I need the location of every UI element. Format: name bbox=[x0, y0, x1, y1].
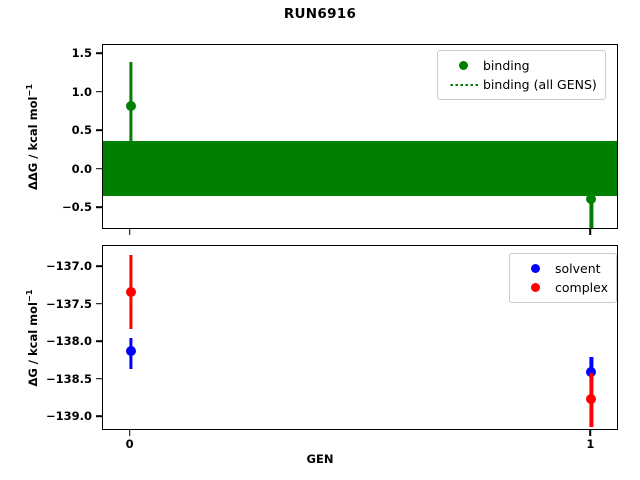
legend-dotted-line-icon bbox=[445, 83, 481, 86]
y-tick-mark bbox=[96, 52, 102, 55]
y-tick-label: 1.5 bbox=[71, 46, 92, 61]
legend-item[interactable]: binding (all GENS) bbox=[445, 75, 597, 94]
legend-item[interactable]: complex bbox=[517, 278, 608, 297]
y-tick-label: −137.0 bbox=[45, 259, 92, 274]
x-tick-mark bbox=[128, 229, 131, 235]
legend-marker-icon bbox=[445, 61, 481, 70]
error-bar bbox=[589, 199, 593, 228]
y-axis-label-bottom-text: ΔG / kcal mol bbox=[25, 301, 40, 387]
y-tick-label: 1.0 bbox=[71, 84, 92, 99]
y-axis-label-bottom: ΔG / kcal mol−1 bbox=[24, 243, 40, 433]
x-tick-label: 1 bbox=[586, 437, 595, 451]
y-tick-mark bbox=[96, 206, 102, 209]
y-tick-label: −138.0 bbox=[45, 334, 92, 349]
y-axis-label-bottom-exponent: −1 bbox=[24, 289, 35, 302]
y-tick-mark bbox=[96, 90, 102, 93]
x-tick-mark bbox=[589, 229, 592, 235]
page-title: RUN6916 bbox=[283, 6, 357, 22]
y-tick-mark bbox=[96, 340, 102, 343]
y-tick-mark bbox=[96, 302, 102, 305]
y-axis-ticks-top: 1.5 1.0 0.5 0.0 −0.5 bbox=[0, 44, 92, 229]
legend-item[interactable]: binding bbox=[445, 56, 597, 75]
legend-marker-icon bbox=[517, 264, 553, 273]
y-tick-label: −0.5 bbox=[61, 200, 92, 215]
data-point-complex[interactable] bbox=[586, 394, 597, 405]
y-tick-label: −138.5 bbox=[45, 371, 92, 386]
y-tick-label: −139.0 bbox=[45, 409, 92, 424]
x-tick-label: 0 bbox=[125, 437, 134, 451]
confidence-band-binding-all-gens- bbox=[103, 140, 617, 197]
legend-label: solvent bbox=[555, 261, 601, 276]
y-axis-label-top-text: ΔΔG / kcal mol bbox=[25, 96, 40, 190]
y-axis-label-top: ΔΔG / kcal mol−1 bbox=[24, 42, 40, 232]
y-tick-mark bbox=[96, 168, 102, 170]
x-axis-label: GEN bbox=[306, 452, 334, 466]
legend-label: complex bbox=[555, 280, 608, 295]
y-tick-mark bbox=[96, 265, 102, 267]
y-tick-label: −137.5 bbox=[45, 296, 92, 311]
legend-label: binding bbox=[483, 58, 530, 73]
x-tick-mark bbox=[589, 430, 592, 436]
y-axis-ticks-bottom: −137.0 −137.5 −138.0 −138.5 −139.0 bbox=[0, 245, 92, 430]
x-tick-mark bbox=[128, 430, 131, 436]
data-point-solvent[interactable] bbox=[125, 346, 136, 357]
data-point-solvent[interactable] bbox=[586, 366, 597, 377]
y-tick-label: 0.0 bbox=[71, 161, 92, 176]
legend-label: binding (all GENS) bbox=[483, 77, 597, 92]
y-tick-label: 0.5 bbox=[71, 123, 92, 138]
data-point-binding[interactable] bbox=[125, 100, 136, 111]
y-tick-mark bbox=[96, 415, 102, 418]
y-tick-mark bbox=[96, 129, 102, 132]
legend-marker-icon bbox=[517, 283, 553, 292]
data-point-binding[interactable] bbox=[586, 194, 597, 205]
legend-top[interactable]: binding binding (all GENS) bbox=[437, 50, 606, 100]
legend-bottom[interactable]: solvent complex bbox=[509, 253, 617, 303]
legend-item[interactable]: solvent bbox=[517, 259, 608, 278]
data-point-complex[interactable] bbox=[125, 286, 136, 297]
y-axis-label-top-exponent: −1 bbox=[24, 83, 35, 97]
y-tick-mark bbox=[96, 378, 102, 380]
